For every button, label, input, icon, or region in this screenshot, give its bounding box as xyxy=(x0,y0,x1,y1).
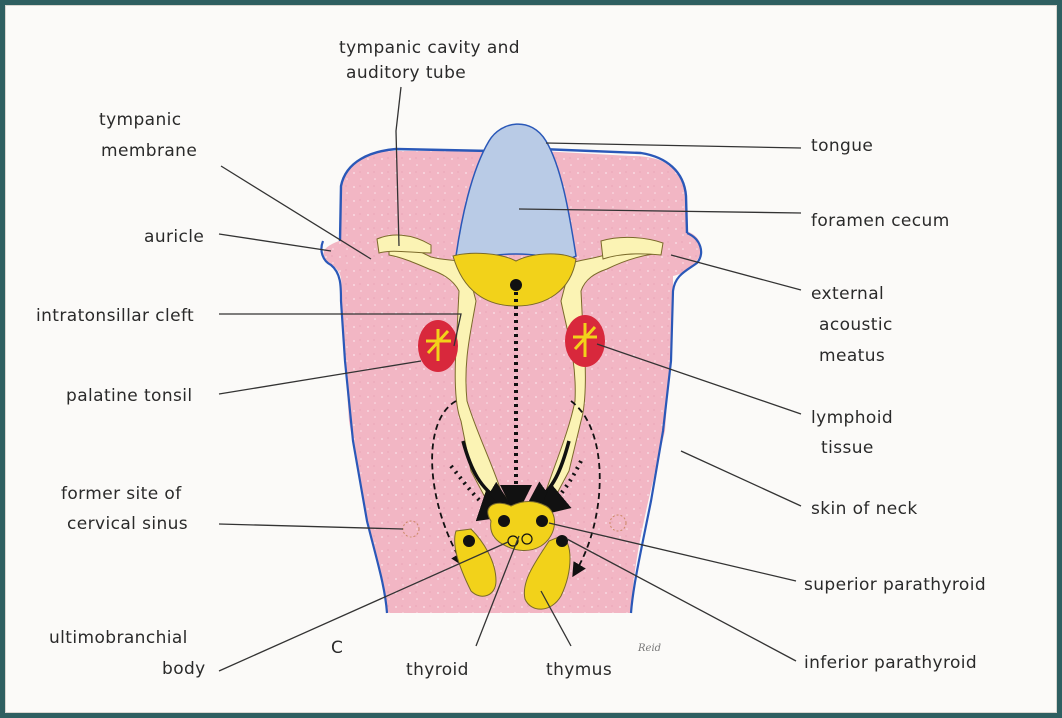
label-palatine-tonsil: palatine tonsil xyxy=(66,386,193,406)
label-external-acoustic-line1: external xyxy=(811,284,884,304)
inferior-parathyroid-left xyxy=(463,535,475,547)
label-foramen-cecum: foramen cecum xyxy=(811,211,950,231)
diagram-frame: tympanic cavity and auditory tube tympan… xyxy=(5,5,1057,713)
leader-tongue xyxy=(546,143,801,148)
tongue-shape xyxy=(456,124,576,263)
label-tympanic-cavity-line1: tympanic cavity and xyxy=(339,38,520,58)
label-thymus: thymus xyxy=(546,660,612,680)
label-thyroid: thyroid xyxy=(406,660,469,680)
label-external-acoustic-line3: meatus xyxy=(819,346,885,366)
superior-parathyroid-right xyxy=(536,515,548,527)
label-superior-parathyroid: superior parathyroid xyxy=(804,575,986,595)
pharyngeal-derivatives-diagram: tympanic cavity and auditory tube tympan… xyxy=(6,6,1056,712)
label-skin-of-neck: skin of neck xyxy=(811,499,918,519)
label-auricle: auricle xyxy=(144,227,204,247)
label-ultimobranchial-line2: body xyxy=(162,659,206,679)
inferior-parathyroid-right xyxy=(556,535,568,547)
label-tympanic-membrane-line1: tympanic xyxy=(99,110,182,130)
label-lymphoid-line1: lymphoid xyxy=(811,408,893,428)
label-former-site-line1: former site of xyxy=(61,484,182,504)
palatine-tonsil-left-shape xyxy=(418,320,458,372)
label-former-site-line2: cervical sinus xyxy=(67,514,188,534)
label-inferior-parathyroid: inferior parathyroid xyxy=(804,653,977,673)
label-tympanic-cavity-line2: auditory tube xyxy=(346,63,466,83)
label-lymphoid-line2: tissue xyxy=(821,438,874,458)
superior-parathyroid-left xyxy=(498,515,510,527)
foramen-cecum-dot xyxy=(510,279,522,291)
label-ultimobranchial-line1: ultimobranchial xyxy=(49,628,188,648)
leader-auricle xyxy=(219,234,331,251)
artist-signature: Reid xyxy=(637,643,661,654)
label-external-acoustic-line2: acoustic xyxy=(819,315,893,335)
palatine-tonsil-right-shape xyxy=(565,315,605,367)
label-tympanic-membrane-line2: membrane xyxy=(101,141,197,161)
label-panel-letter: C xyxy=(331,638,343,658)
label-intratonsillar-cleft: intratonsillar cleft xyxy=(36,306,194,326)
leader-external-acoustic xyxy=(671,255,801,290)
leader-skin-of-neck xyxy=(681,451,801,506)
label-tongue: tongue xyxy=(811,136,873,156)
